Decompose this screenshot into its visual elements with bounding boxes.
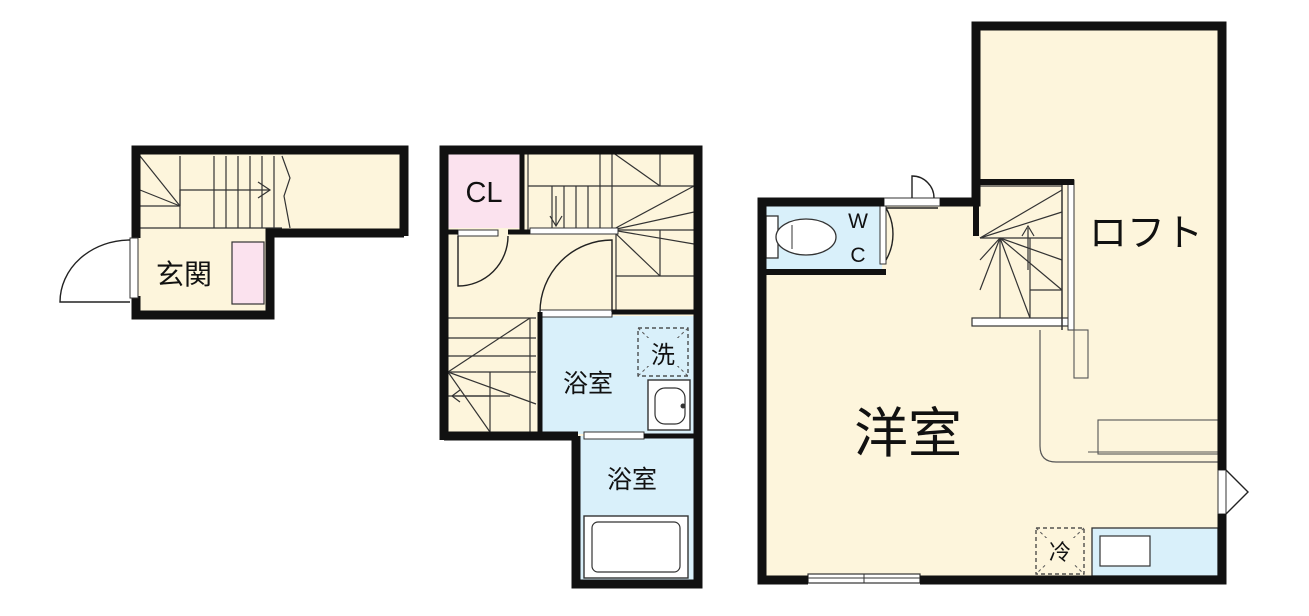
loft-outline <box>1039 329 1222 463</box>
floor-2-plan: CL 浴室 洗 浴室 <box>439 145 703 589</box>
closet-label: CL <box>465 177 502 209</box>
hall-opening <box>529 227 619 235</box>
fridge-label: 冷 <box>1049 541 1071 566</box>
bathroom-lower-opening <box>583 431 645 440</box>
bathroom-lower-label: 浴室 <box>607 465 657 494</box>
washer-label: 洗 <box>651 341 675 369</box>
western-room-label: 洋室 <box>854 402 962 465</box>
toilet-w-label: W <box>848 210 868 233</box>
loft-label: ロフト <box>1089 211 1203 255</box>
window-bottom <box>807 573 921 584</box>
bathroom-upper-label: 浴室 <box>563 369 613 398</box>
shoe-cabinet <box>231 241 265 305</box>
bathtub <box>583 515 689 579</box>
closet <box>446 152 522 228</box>
stairs-upper-right <box>527 151 695 312</box>
balcony-door[interactable] <box>883 175 941 207</box>
floor-3-plan: W C <box>757 21 1249 585</box>
side-door[interactable] <box>1217 469 1249 515</box>
wash-basin <box>647 379 691 431</box>
loft-stairs <box>971 179 1075 331</box>
stairs-floor-1 <box>139 155 291 229</box>
washer-space <box>637 327 689 377</box>
entrance-door[interactable] <box>59 237 139 303</box>
entrance-label: 玄関 <box>156 258 212 291</box>
stairs-lower-left <box>447 317 537 433</box>
toilet-c-label: C <box>850 244 865 267</box>
western-room-floor <box>762 26 1222 578</box>
fridge-space <box>1035 527 1085 575</box>
kitchen-counter <box>1091 527 1219 577</box>
floor-1-plan: 玄関 <box>59 145 409 320</box>
